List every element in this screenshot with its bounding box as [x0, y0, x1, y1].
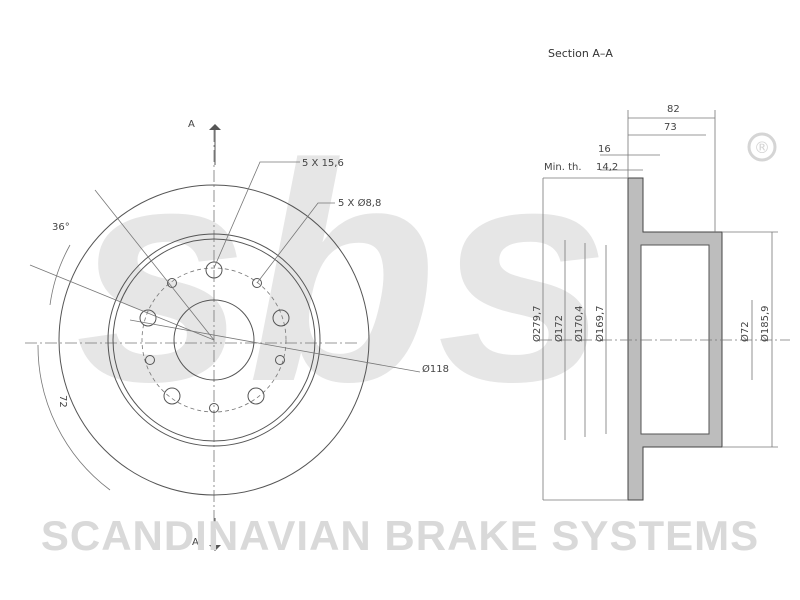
center-bore: [173, 299, 255, 381]
angle-ray: [94, 189, 215, 341]
disc-outer-edge: [58, 184, 370, 496]
locating-hole: [275, 355, 285, 365]
bolt-hole: [205, 261, 223, 279]
angle-arc-72: [37, 344, 111, 491]
overall-height-label: 82: [667, 104, 680, 115]
hat-height-label: 73: [664, 122, 677, 133]
angle-ray: [29, 264, 215, 341]
d2-label: Ø170,4: [573, 306, 585, 343]
leader-large-holes: [213, 161, 300, 269]
center-bore-label: Ø72: [739, 321, 751, 342]
watermark-text: sbs: [75, 99, 609, 446]
locating-hole: [145, 355, 155, 365]
hat-outer-edge: [112, 238, 316, 442]
section-arrow-bottom-icon: [209, 545, 221, 551]
bolt-hole: [247, 387, 265, 405]
section-title: Section A–A: [548, 47, 613, 60]
min-thickness-value: 14,2: [596, 162, 618, 173]
section-marker-top: A: [188, 119, 195, 130]
registered-icon: [747, 132, 777, 162]
locating-hole: [209, 403, 219, 413]
outer-diameter-label: Ø279,7: [531, 306, 543, 343]
section-arrow-top-icon: [209, 124, 221, 130]
brand-name: SCANDINAVIAN BRAKE SYSTEMS: [40, 512, 760, 559]
locating-hole: [252, 278, 262, 288]
angle-label-72: 72: [57, 395, 68, 408]
min-thickness-label: Min. th.: [544, 162, 582, 173]
d3-label: Ø169,7: [594, 306, 606, 343]
section-marker-bottom: A: [192, 537, 199, 548]
leader-small-holes: [256, 202, 335, 284]
pcd-dimension-line: [129, 319, 421, 373]
angle-label: 36°: [52, 222, 70, 233]
d1-label: Ø172: [553, 315, 565, 342]
hat-inner-cavity: [640, 244, 710, 435]
hat-diameter-label: Ø185,9: [759, 306, 771, 343]
holes-large-label: 5 X 15,6: [302, 158, 344, 169]
bolt-hole: [163, 387, 181, 405]
bolt-hole: [139, 309, 157, 327]
section-view: 82 73 16 Min. th. 14,2 Ø279,7 Ø172 Ø170,…: [531, 104, 790, 501]
sbs-watermark-logo: sbs ®: [75, 99, 777, 446]
holes-small-label: 5 X Ø8,8: [338, 197, 381, 209]
thickness-label: 16: [598, 144, 611, 155]
angle-arc-36: [49, 244, 71, 306]
bolt-hole: [272, 309, 290, 327]
front-view: A A 5 X 15,6 5 X Ø8,8 36° 72 Ø118: [25, 119, 449, 551]
registered-mark: ®: [754, 138, 770, 157]
pcd-label: Ø118: [422, 363, 449, 375]
friction-ring-inner-edge: [107, 233, 321, 447]
